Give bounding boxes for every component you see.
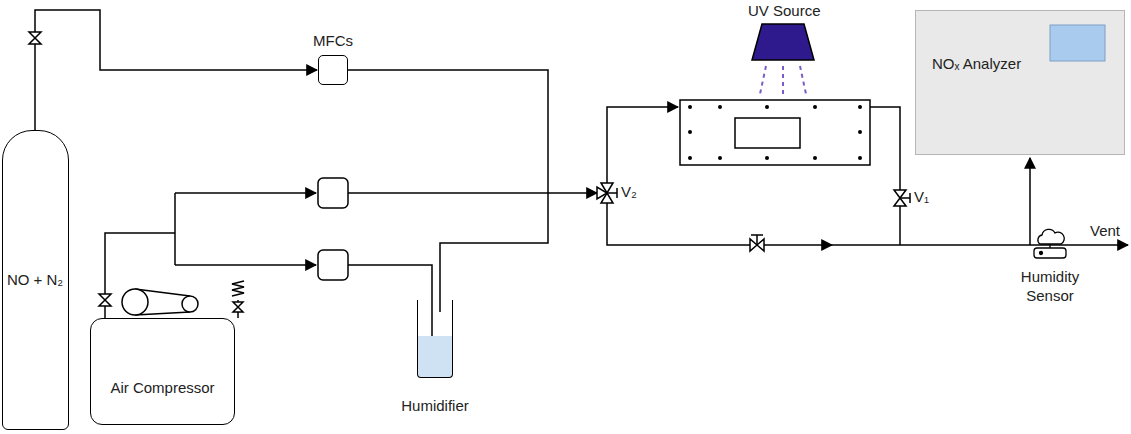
- drawing-part: [601, 183, 613, 193]
- mfc-outlet-line: [348, 70, 548, 312]
- gas-line: [35, 10, 317, 130]
- mfc-boxes: [318, 178, 348, 280]
- three-way-valve: [597, 183, 617, 203]
- bypass-line: [764, 244, 832, 246]
- branch-line: [174, 193, 176, 265]
- node-text: Air Compressor: [110, 379, 214, 398]
- drawing-part: [1040, 252, 1043, 255]
- drawing-part: [813, 105, 817, 109]
- drawing-part: [688, 156, 692, 160]
- air-compressor: Air Compressor: [90, 318, 235, 425]
- valve-symbol: [233, 302, 243, 312]
- valve-symbol: [29, 32, 41, 44]
- node-text: NOₓ Analyzer: [932, 55, 1021, 74]
- exhaust-line: [832, 244, 1128, 246]
- drawing-part: [813, 156, 817, 160]
- valve-label: V₂: [621, 183, 637, 200]
- drawing-part: [688, 130, 692, 134]
- drawing-part: [1038, 229, 1064, 244]
- drawing-part: [900, 193, 910, 203]
- pulley: [122, 289, 148, 315]
- drawing-part: [1034, 248, 1066, 258]
- uv-rays: [760, 66, 806, 94]
- drawing-part: [858, 156, 862, 160]
- drawing-part: [1049, 244, 1050, 248]
- drawing-part: [858, 105, 862, 109]
- drawing-part: [765, 105, 769, 109]
- photoreactor: [680, 100, 870, 165]
- mfc-box: [318, 250, 348, 280]
- reactor-body: [680, 100, 870, 165]
- node-text: MFCs: [313, 32, 353, 51]
- feed-line: [175, 264, 316, 266]
- bypass-line: [607, 201, 750, 245]
- feed-line: [175, 192, 316, 194]
- drawing-part: [718, 156, 722, 160]
- pulley: [182, 296, 198, 312]
- valve-v1: [894, 190, 910, 206]
- drawing-part: [760, 66, 766, 94]
- reactor-outlet-line: [899, 206, 901, 245]
- mfc-outlet-line: [348, 192, 597, 194]
- uv-lamp: [752, 24, 814, 60]
- humidity-sensor-icon: [1034, 229, 1066, 258]
- valve-symbol: [99, 294, 111, 306]
- drawing-part: [607, 188, 617, 198]
- drawing-part: [915, 10, 1125, 155]
- drawing-part: [688, 105, 692, 109]
- reactor-window: [735, 118, 800, 148]
- node-text: NO + N₂: [7, 271, 63, 290]
- analyzer-screen: [1050, 25, 1105, 61]
- mfc-box: MFCs: [318, 55, 348, 85]
- drawing-part: [601, 193, 613, 203]
- needle-valve: [750, 235, 764, 251]
- nox-analyzer: NOₓ Analyzer: [915, 10, 1125, 155]
- drawing-part: [782, 66, 784, 94]
- drawing-part: [858, 130, 862, 134]
- drawing-part: [800, 66, 806, 94]
- water: [418, 336, 452, 377]
- drawing-part: [718, 105, 722, 109]
- mfc-box: [318, 178, 348, 208]
- analyzer-body: [915, 10, 1125, 155]
- reactor-inlet-line: [607, 107, 678, 185]
- outlet-label: Vent: [1090, 222, 1120, 239]
- safety-valve: [232, 281, 244, 318]
- humidity-sensor: Humidity Sensor: [1028, 226, 1072, 262]
- drawing-part: [751, 235, 763, 245]
- drawing-part: [765, 156, 769, 160]
- compressor-line: [105, 233, 175, 318]
- compressor-parts: [99, 281, 244, 318]
- valve-label: V₁: [914, 188, 929, 205]
- sample-line: [1029, 158, 1031, 245]
- node-text: Humidifier: [401, 397, 469, 416]
- humidifier-bottle: Humidifier: [417, 300, 453, 378]
- node-text: Humidity Sensor: [1010, 268, 1090, 306]
- gas-cylinder: NO + N₂: [2, 130, 69, 430]
- reactor-outlet-line: [870, 107, 900, 190]
- lamp-label: UV Source: [748, 2, 821, 19]
- bolt: [688, 105, 862, 160]
